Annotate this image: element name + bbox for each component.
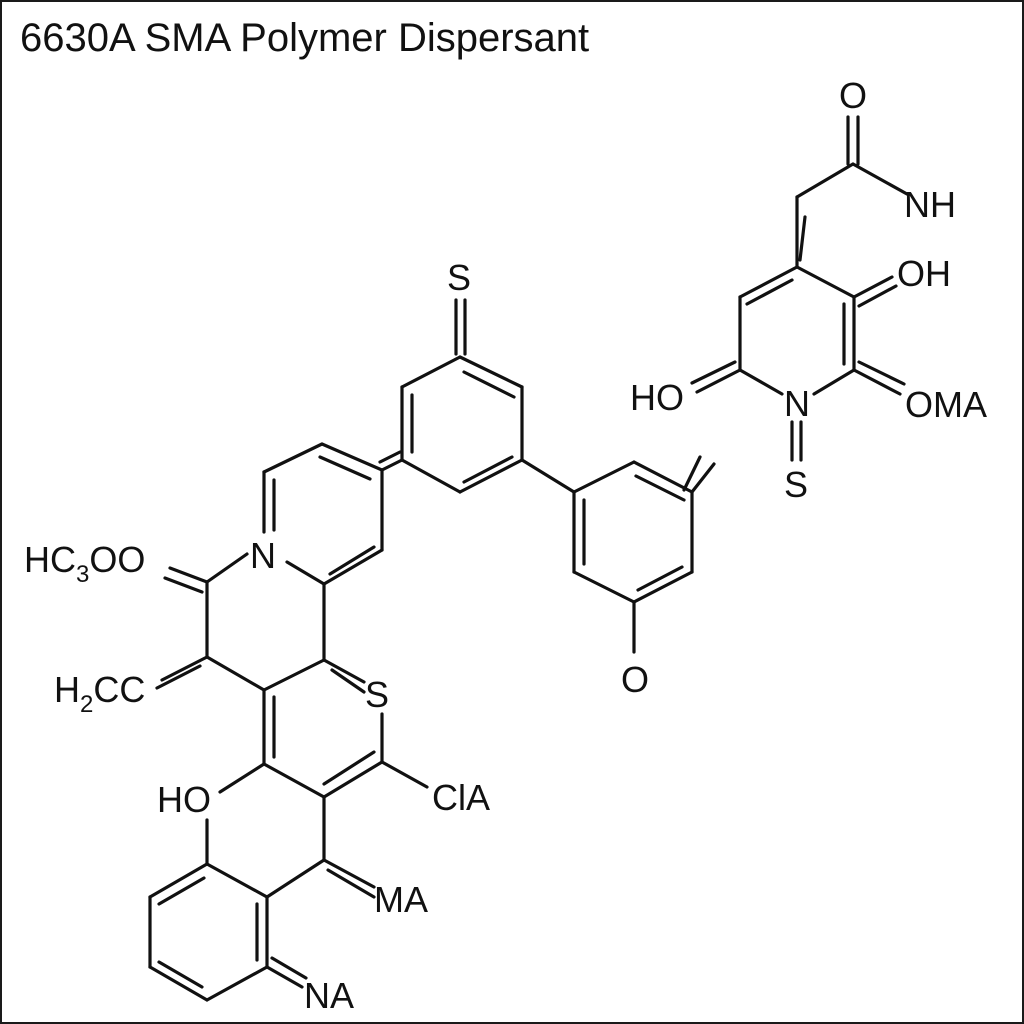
methoxy-subscript: 3 — [76, 561, 89, 588]
diagram-title: 6630A SMA Polymer Dispersant — [20, 16, 590, 60]
methylene-prefix: H — [54, 669, 80, 710]
atom-label-nh: NH — [904, 184, 956, 225]
fused-core-rings — [155, 552, 429, 899]
methoxy-prefix: HC — [24, 539, 76, 580]
right-phenyl-ring — [572, 455, 716, 654]
methylene-suffix: CC — [93, 669, 145, 710]
atom-label-o-top-right: O — [839, 75, 867, 116]
methoxy-suffix: OO — [89, 539, 145, 580]
atom-label-s-ring: S — [365, 674, 389, 715]
atom-label-ho-left: HO — [157, 779, 211, 820]
central-benzene-ring — [378, 298, 576, 494]
atom-label-s-imide: S — [784, 464, 808, 505]
atom-label-methoxy: HC3OO — [24, 539, 145, 588]
atom-label-ho-right: HO — [630, 377, 684, 418]
methylene-subscript: 2 — [80, 691, 93, 718]
atom-labels: S N HC3OO H2CC S HO ClA MA NA O O NH OH … — [24, 75, 987, 1016]
imide-ring — [690, 115, 909, 462]
benzo-ring — [148, 858, 326, 1002]
pyridine-ring — [262, 442, 384, 586]
atom-label-s-top: S — [447, 257, 471, 298]
atom-label-cla: ClA — [432, 777, 490, 818]
atom-label-n-pyridine: N — [250, 535, 276, 576]
atom-label-oh-right: OH — [897, 253, 951, 294]
atom-label-methylene: H2CC — [54, 669, 145, 718]
atom-label-na-bottom: NA — [304, 975, 354, 1016]
atom-label-n-imide: N — [784, 383, 810, 424]
atom-label-ma-bottom: MA — [374, 879, 428, 920]
atom-label-oma: OMA — [905, 384, 987, 425]
atom-label-o-phenol: O — [621, 659, 649, 700]
